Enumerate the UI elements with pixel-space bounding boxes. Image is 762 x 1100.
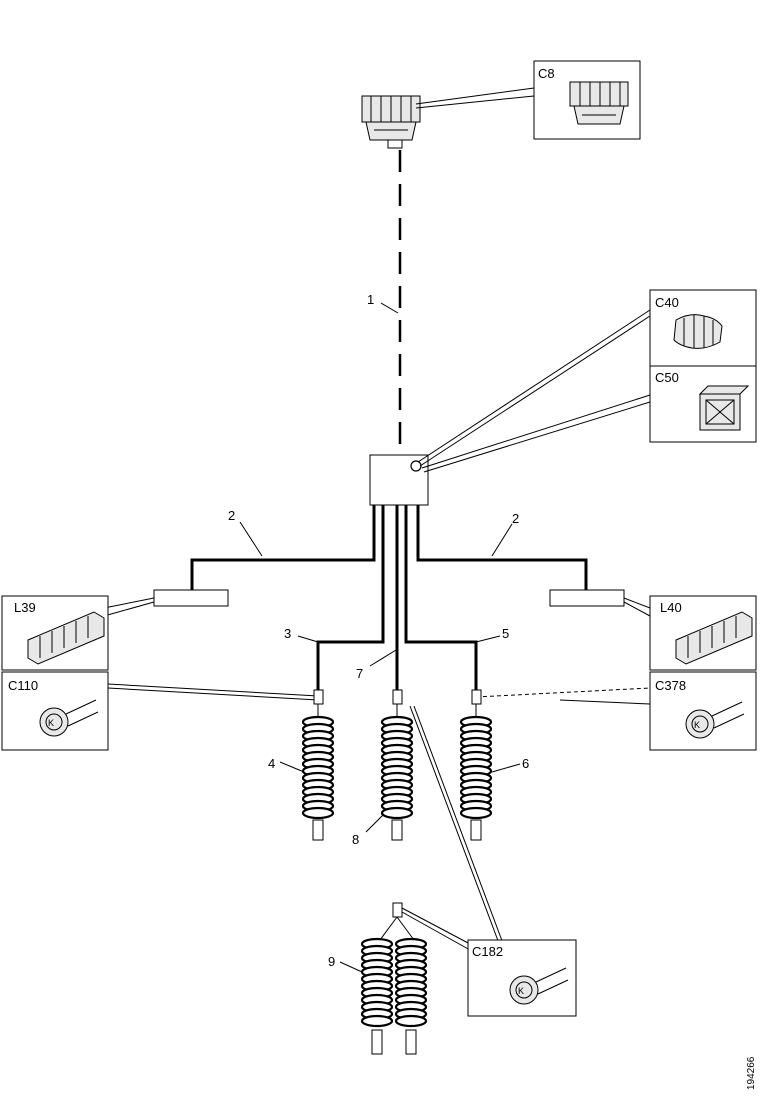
wire-2-left: [190, 505, 376, 590]
connector-c182-label: C182: [472, 944, 503, 959]
wire-2-right: [416, 505, 588, 590]
callout-1: 1: [367, 292, 374, 307]
callout-8: 8: [352, 832, 359, 847]
svg-text:K: K: [518, 986, 524, 996]
junction-grommet-icon: [410, 460, 422, 472]
connector-l40-label: L40: [660, 600, 682, 615]
connector-c110-detail-box: C110 K: [1, 671, 109, 751]
connector-c40-detail-box: C40: [649, 289, 757, 367]
callout-3: 3: [284, 626, 291, 641]
coil-4: [301, 715, 335, 820]
coil-9-right: [394, 937, 428, 1028]
coil-9-left: [360, 937, 394, 1028]
callout-7: 7: [356, 666, 363, 681]
wire-3: [316, 505, 385, 690]
connector-c8-detail-box: C8: [533, 60, 641, 140]
connector-c378-detail-box: C378 K: [649, 671, 757, 751]
figure-reference-code: 194266: [746, 1056, 757, 1090]
svg-text:K: K: [694, 720, 700, 730]
callout-5: 5: [502, 626, 509, 641]
lamp-unit-left: [153, 589, 229, 607]
connector-c182-detail-box: C182 K: [467, 939, 577, 1017]
callout-9: 9: [328, 954, 335, 969]
lamp-unit-right: [549, 589, 625, 607]
callout-2-left: 2: [228, 508, 235, 523]
connector-c50-label: C50: [655, 370, 679, 385]
callout-6: 6: [522, 756, 529, 771]
connector-c40-label: C40: [655, 295, 679, 310]
junction-box: [369, 454, 429, 506]
coil-8: [380, 715, 414, 820]
connector-c8-part: [361, 95, 421, 149]
connector-c378-label: C378: [655, 678, 686, 693]
wire-5: [404, 505, 478, 690]
coil-6: [459, 715, 493, 820]
connector-c110-label: C110: [8, 678, 38, 693]
callout-4: 4: [268, 756, 275, 771]
connector-c50-detail-box: C50: [649, 365, 757, 443]
connector-l40-detail-box: L40: [649, 595, 757, 671]
svg-text:K: K: [48, 718, 54, 728]
connector-c8-label: C8: [538, 66, 555, 81]
heating-coils-group: [301, 715, 493, 1028]
connector-l39-label: L39: [14, 600, 36, 615]
callout-2-right: 2: [512, 511, 519, 526]
connector-l39-detail-box: L39: [1, 595, 109, 671]
